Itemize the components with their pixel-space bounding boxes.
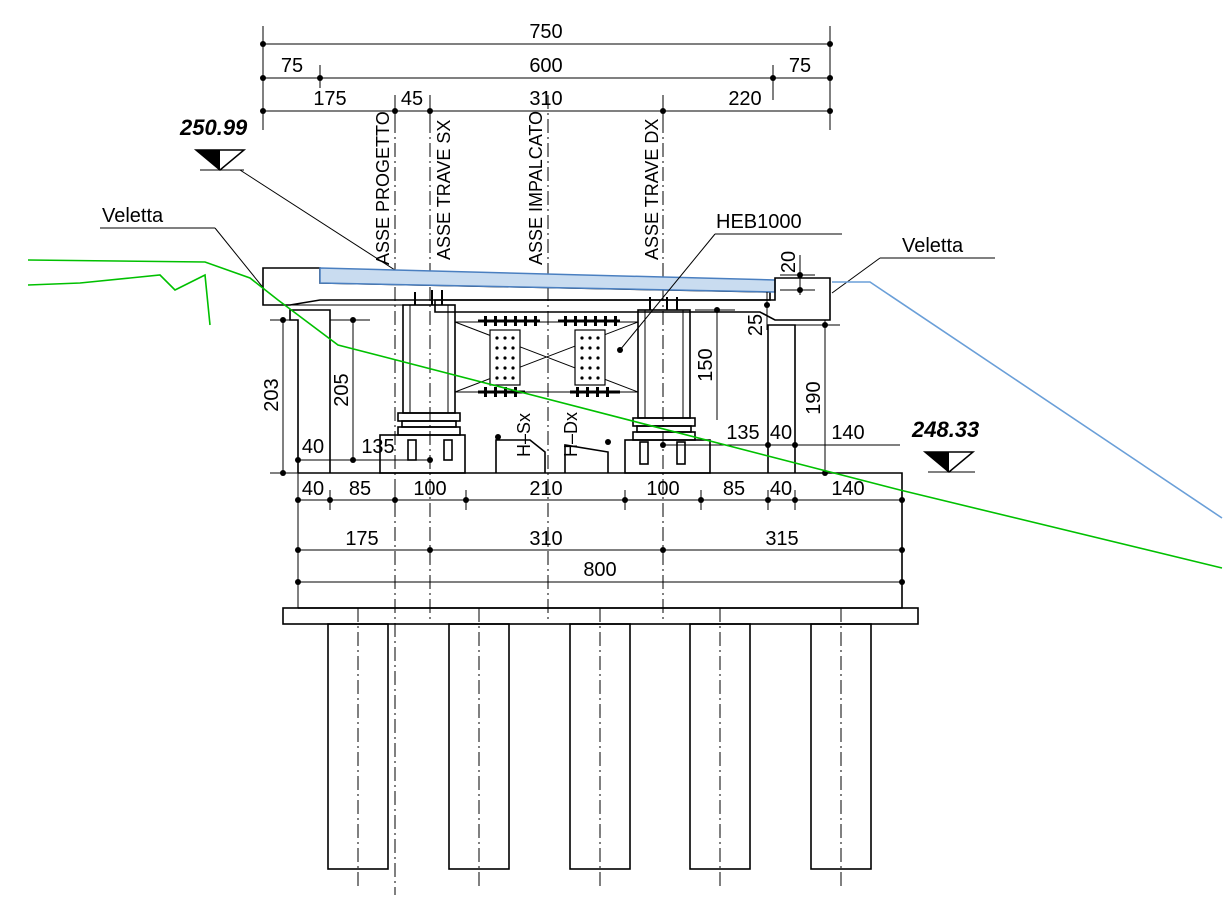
dim-40-b1: 40 [302,478,324,500]
left-dimensions: 203 205 40 135 [261,317,433,476]
label-heb1000: HEB1000 [716,211,802,233]
deck-slab [262,267,831,321]
shear-keys: H–Sx H–Dx [495,412,611,473]
top-dimension-chains: 750 75 600 75 175 45 310 220 [260,21,833,130]
dim-100-b2: 100 [646,478,679,500]
bearings [379,412,711,474]
dim-310-bottom: 310 [529,528,562,550]
elevation-marker-ground: 248.33 [911,417,979,473]
dim-140-right-upper: 140 [831,422,864,444]
label-asse-impalcato: ASSE IMPALCATO [526,111,546,265]
dim-800: 800 [583,559,616,581]
dim-175-bottom: 175 [345,528,378,550]
dim-40-b2: 40 [770,478,792,500]
veletta-left: Veletta [100,205,266,291]
steel-girders: HEB1000 [402,211,842,419]
label-asse-trave-sx: ASSE TRAVE SX [434,120,454,260]
dim-175: 175 [313,88,346,110]
dim-40-left-upper: 40 [302,436,324,458]
dim-135-right: 135 [726,422,759,444]
dim-315: 315 [765,528,798,550]
elevation-marker-deck: 250.99 [179,115,399,273]
label-asse-progetto: ASSE PROGETTO [373,111,393,265]
dim-750: 750 [529,21,562,43]
dim-85-b2: 85 [723,478,745,500]
terrain-line [27,259,1223,569]
veletta-left-label: Veletta [102,205,164,227]
elevation-ground-label: 248.33 [911,417,979,442]
label-h-sx: H–Sx [514,413,534,457]
veletta-right: Veletta [831,235,995,294]
dim-25: 25 [745,314,767,336]
dim-150: 150 [695,348,717,381]
dim-20: 20 [778,251,800,273]
veletta-right-label: Veletta [902,235,964,257]
elevation-deck-label: 250.99 [179,115,248,140]
dim-140-b1: 140 [831,478,864,500]
dim-40-right-upper: 40 [770,422,792,444]
dim-203: 203 [261,378,283,411]
bottom-dimension-chains: 40 85 100 210 100 85 40 140 175 310 315 … [295,473,905,608]
dim-45: 45 [401,88,423,110]
right-dimensions: 150 190 25 20 135 40 140 [660,251,900,476]
dim-135-left: 135 [361,436,394,458]
dim-190: 190 [803,381,825,414]
dim-210: 210 [529,478,562,500]
dim-75-right: 75 [789,55,811,77]
axis-lines: ASSE PROGETTO ASSE TRAVE SX ASSE IMPALCA… [373,95,664,895]
dim-205: 205 [331,373,353,406]
label-asse-trave-dx: ASSE TRAVE DX [642,119,662,260]
dim-75-left: 75 [281,55,303,77]
dim-85-b1: 85 [349,478,371,500]
dim-100-b1: 100 [413,478,446,500]
dim-220: 220 [728,88,761,110]
dim-600: 600 [529,55,562,77]
label-h-dx: H–Dx [561,412,581,457]
slope-line [832,281,1223,519]
dim-310-top: 310 [529,88,562,110]
